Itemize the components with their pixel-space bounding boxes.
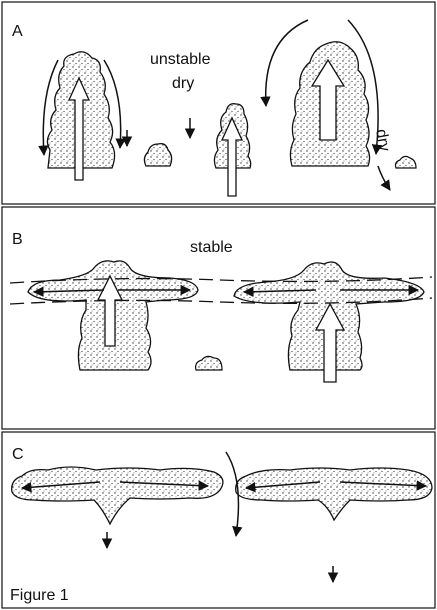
panel-c-cloud-left xyxy=(12,467,223,524)
panel-a-small-cloud-1 xyxy=(144,144,171,166)
figure-caption: Figure 1 xyxy=(10,588,69,604)
panel-b-small-cloud xyxy=(196,356,222,370)
panel-b-note-stable: stable xyxy=(190,240,233,256)
panel-a-note-unstable: unstable xyxy=(150,52,211,68)
panel-a-dry-arrow xyxy=(378,166,390,190)
panel-c-frame xyxy=(2,432,435,608)
panel-b-letter: B xyxy=(12,232,23,248)
panel-a-side-note-dry: dry xyxy=(372,128,392,153)
panel-a-letter: A xyxy=(12,24,23,40)
panel-c-letter: C xyxy=(12,447,24,463)
panel-a-small-cloud-2 xyxy=(396,156,417,168)
panel-c-cloud-right xyxy=(236,468,432,520)
panel-a-note-dry: dry xyxy=(172,76,194,92)
